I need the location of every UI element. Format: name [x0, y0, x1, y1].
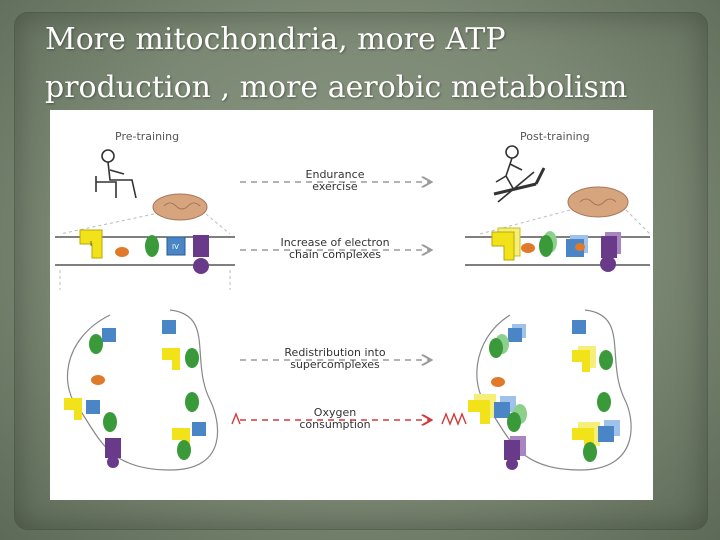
slide-title-line-2: production , more aerobic metabolism — [45, 70, 628, 105]
mitochondrion-icon — [152, 186, 629, 221]
complex-i-label: I — [90, 240, 92, 248]
membrane-post — [465, 227, 650, 272]
running-person-icon — [493, 145, 546, 203]
figure-svg: Pre-training Post-training — [55, 130, 651, 471]
seated-person-icon — [95, 149, 137, 199]
zoom-guides — [59, 209, 651, 290]
slide-frame — [14, 12, 708, 530]
complex-iv-label: IV — [172, 243, 179, 251]
supercomplex-loop-post — [468, 309, 632, 471]
step-4-line-2: consumption — [299, 418, 370, 431]
slide-title-line-1: More mitochondria, more ATP — [45, 22, 506, 57]
step-1-line-1: Endurance — [306, 168, 365, 181]
step-arrows — [240, 182, 430, 420]
slide-title: More mitochondria, more ATP production ,… — [45, 16, 685, 112]
step-3-line-2: supercomplexes — [290, 358, 380, 371]
step-1-line-2: exercise — [312, 180, 358, 193]
mitochondria-training-figure: Pre-training Post-training — [50, 110, 653, 500]
oxygen-low-marker — [231, 412, 241, 425]
step-3-line-1: Redistribution into — [284, 346, 385, 359]
header-post-training: Post-training — [520, 130, 590, 143]
step-2-line-1: Increase of electron — [280, 236, 389, 249]
header-pre-training: Pre-training — [115, 130, 179, 143]
membrane-pre: I IV — [55, 229, 235, 274]
oxygen-high-marker — [441, 412, 467, 426]
supercomplex-loop-pre — [64, 309, 219, 471]
step-4-line-1: Oxygen — [314, 406, 356, 419]
step-2-line-2: chain complexes — [289, 248, 381, 261]
